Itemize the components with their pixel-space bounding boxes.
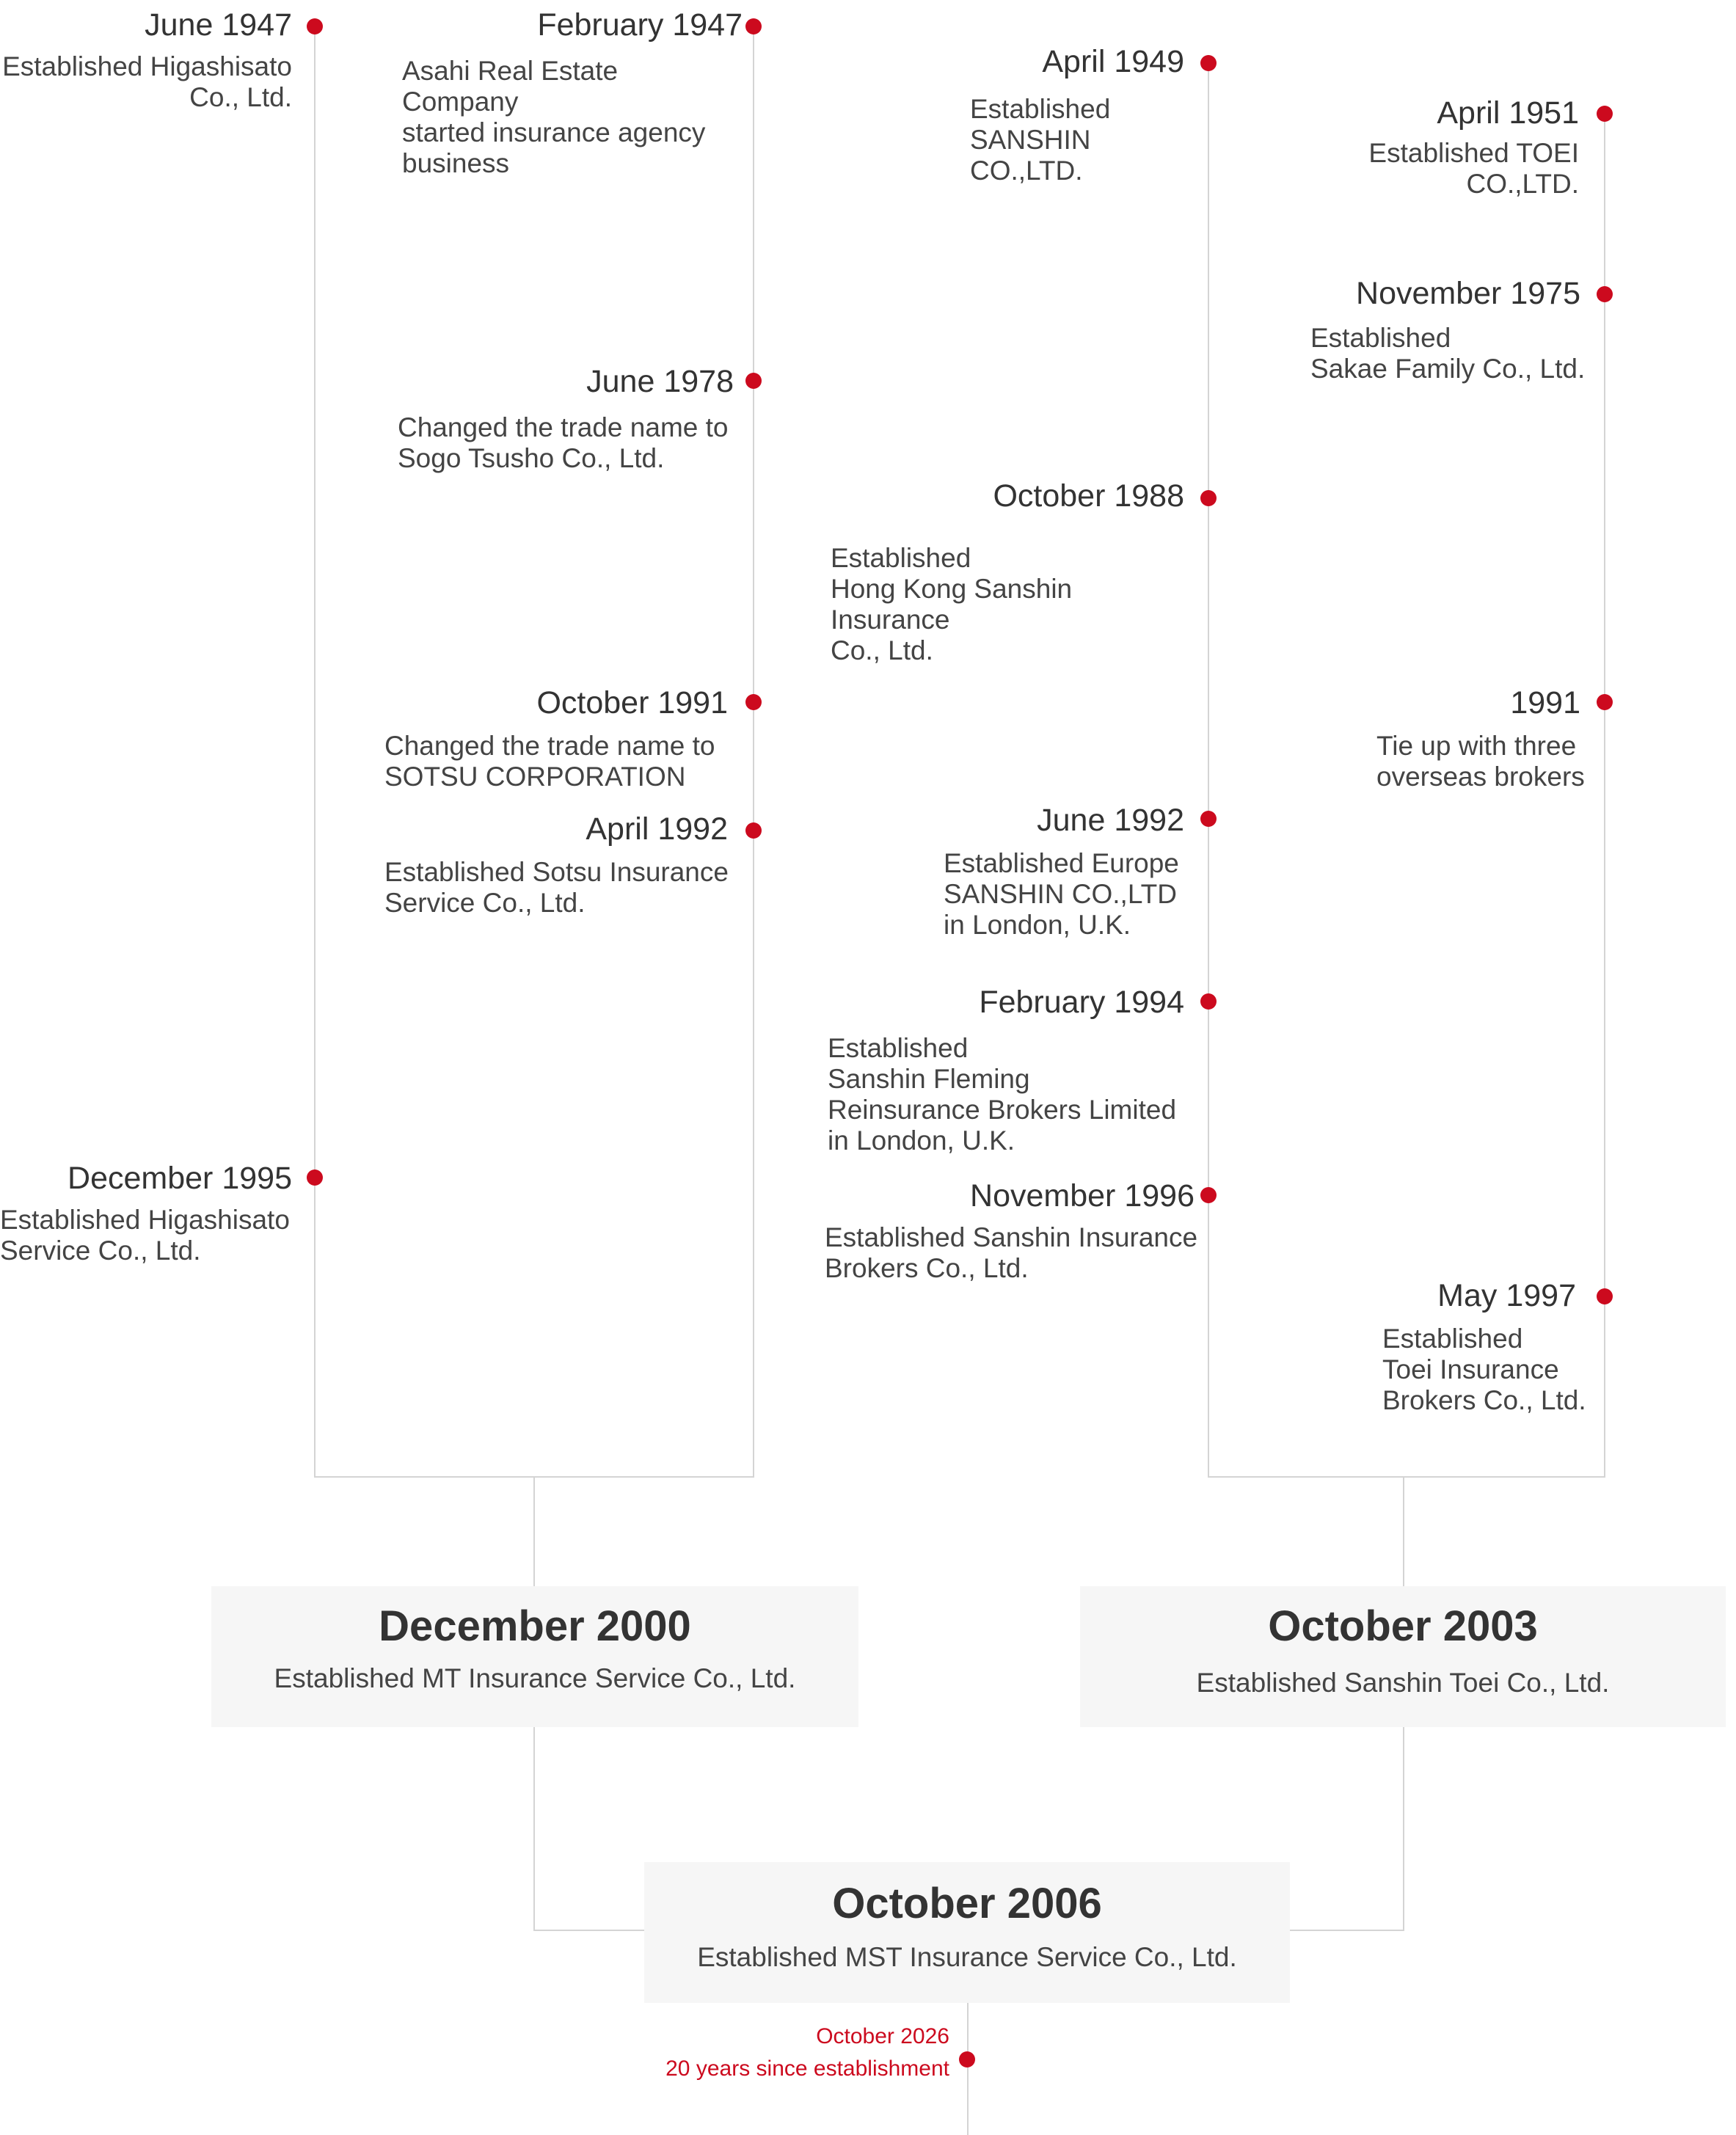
event-date: April 1949	[1042, 44, 1184, 79]
event-may-1997: May 1997	[1277, 1277, 1576, 1315]
event-desc: Established Sanshin Insurance Brokers Co…	[825, 1222, 1198, 1283]
anniversary-date: October 2026	[816, 2024, 949, 2048]
event-date: May 1997	[1437, 1278, 1576, 1313]
dot-april-1949	[1200, 55, 1217, 71]
event-december-1995: December 1995 Established Higashisato Se…	[0, 1159, 308, 1266]
dot-october-1991	[745, 694, 762, 710]
event-desc: Established Toei Insurance Brokers Co., …	[1382, 1324, 1586, 1415]
event-date: November 1975	[1356, 276, 1580, 311]
event-february-1947: February 1947	[382, 6, 743, 44]
event-date: October 1988	[993, 478, 1184, 514]
stem-to-anniversary	[967, 2003, 969, 2135]
link-2000-to-2006	[533, 1727, 535, 1931]
dot-april-1951	[1597, 106, 1613, 122]
event-date: April 1951	[1437, 95, 1579, 131]
event-desc: Established Sanshin Fleming Reinsurance …	[828, 1033, 1177, 1156]
event-desc: Established Higashisato Co., Ltd.	[2, 51, 292, 112]
event-desc: Established SANSHIN CO.,LTD.	[970, 94, 1111, 186]
event-november-1996-desc: Established Sanshin Insurance Brokers Co…	[825, 1222, 1199, 1284]
anniversary-note: October 2026 20 years since establishmen…	[572, 2021, 949, 2085]
event-1991-desc: Tie up with three overseas brokers	[1376, 731, 1597, 792]
dot-anniversary	[959, 2051, 975, 2068]
branch-line-sotsu	[753, 25, 754, 1478]
event-1991: 1991	[1277, 684, 1580, 722]
merge-box-2003: October 2003 Established Sanshin Toei Co…	[1080, 1586, 1726, 1727]
event-february-1994-desc: Established Sanshin Fleming Reinsurance …	[828, 1033, 1195, 1156]
dot-february-1947	[745, 18, 762, 34]
event-june-1978-desc: Changed the trade name to Sogo Tsusho Co…	[398, 412, 743, 474]
event-june-1992: June 1992	[880, 801, 1184, 839]
event-june-1992-desc: Established Europe SANSHIN CO.,LTD in Lo…	[944, 848, 1193, 941]
stem-to-2000	[533, 1478, 535, 1586]
event-october-1991-desc: Changed the trade name to SOTSU CORPORAT…	[384, 731, 737, 792]
branch-line-higashisato	[314, 25, 316, 1478]
event-date: October 1991	[536, 685, 728, 720]
event-october-1991: October 1991	[382, 684, 728, 722]
event-desc: Tie up with three overseas brokers	[1376, 731, 1585, 792]
dot-november-1996	[1200, 1187, 1217, 1203]
dot-june-1978	[745, 373, 762, 389]
dot-1991	[1597, 694, 1613, 710]
event-february-1994: February 1994	[880, 983, 1184, 1021]
merge-box-2000: December 2000 Established MT Insurance S…	[211, 1586, 858, 1727]
event-date: June 1947	[145, 7, 292, 43]
link-2003-to-2006-h	[1290, 1930, 1404, 1931]
event-desc: Asahi Real Estate Company started insura…	[402, 56, 706, 178]
join-line-right	[1208, 1476, 1605, 1478]
dot-february-1994	[1200, 993, 1217, 1010]
event-april-1949: April 1949	[880, 43, 1184, 81]
event-april-1951: April 1951 Established TOEI CO.,LTD.	[1277, 94, 1579, 200]
event-date: December 1995	[68, 1161, 292, 1196]
dot-may-1997	[1597, 1288, 1613, 1304]
event-april-1992: April 1992	[382, 810, 728, 848]
dot-november-1975	[1597, 286, 1613, 302]
event-november-1996: November 1996	[880, 1177, 1195, 1215]
event-april-1992-desc: Established Sotsu Insurance Service Co.,…	[384, 857, 737, 919]
stem-to-2003	[1403, 1478, 1404, 1586]
dot-june-1947	[307, 18, 323, 34]
event-desc: Changed the trade name to Sogo Tsusho Co…	[398, 412, 729, 473]
event-date: February 1994	[979, 985, 1184, 1020]
dot-december-1995	[307, 1169, 323, 1186]
event-june-1947: June 1947 Established Higashisato Co., L…	[0, 6, 292, 113]
event-november-1975-desc: Established Sakae Family Co., Ltd.	[1310, 323, 1589, 384]
dot-october-1988	[1200, 490, 1217, 506]
event-desc: Established Hong Kong Sanshin Insurance …	[831, 543, 1073, 665]
merge-date: December 2000	[379, 1602, 691, 1650]
branch-line-toei	[1604, 110, 1605, 1478]
event-october-1988: October 1988	[880, 477, 1184, 515]
merge-date: October 2006	[832, 1880, 1102, 1927]
event-date: June 1978	[586, 364, 734, 399]
merge-desc: Established MST Insurance Service Co., L…	[697, 1942, 1237, 1972]
event-desc: Established Europe SANSHIN CO.,LTD in Lo…	[944, 848, 1179, 940]
event-date: February 1947	[537, 7, 743, 43]
event-desc: Established TOEI CO.,LTD.	[1368, 138, 1579, 199]
branch-line-sanshin	[1208, 62, 1209, 1478]
event-february-1947-desc: Asahi Real Estate Company started insura…	[402, 56, 740, 179]
event-desc: Established Higashisato Service Co., Ltd…	[0, 1205, 290, 1266]
event-date: June 1992	[1037, 803, 1184, 838]
dot-june-1992	[1200, 811, 1217, 827]
link-2000-to-2006-h	[533, 1930, 645, 1931]
merge-desc: Established MT Insurance Service Co., Lt…	[274, 1663, 796, 1693]
event-desc: Established Sotsu Insurance Service Co.,…	[384, 857, 729, 918]
event-june-1978: June 1978	[382, 362, 734, 401]
event-desc: Changed the trade name to SOTSU CORPORAT…	[384, 731, 715, 792]
event-november-1975: November 1975	[1277, 274, 1580, 313]
event-april-1949-desc: Established SANSHIN CO.,LTD.	[970, 94, 1197, 186]
event-date: April 1992	[586, 811, 728, 847]
merge-box-2006: October 2006 Established MST Insurance S…	[644, 1862, 1290, 2003]
event-may-1997-desc: Established Toei Insurance Brokers Co., …	[1382, 1324, 1595, 1416]
link-2003-to-2006	[1403, 1727, 1404, 1931]
event-october-1988-desc: Established Hong Kong Sanshin Insurance …	[831, 543, 1197, 666]
merge-desc: Established Sanshin Toei Co., Ltd.	[1196, 1668, 1610, 1698]
merge-date: October 2003	[1268, 1602, 1538, 1650]
event-date: November 1996	[970, 1178, 1195, 1214]
anniversary-desc: 20 years since establishment	[665, 2056, 949, 2081]
event-desc: Established Sakae Family Co., Ltd.	[1310, 323, 1586, 384]
event-date: 1991	[1510, 685, 1580, 720]
join-line-left	[314, 1476, 754, 1478]
dot-april-1992	[745, 822, 762, 839]
